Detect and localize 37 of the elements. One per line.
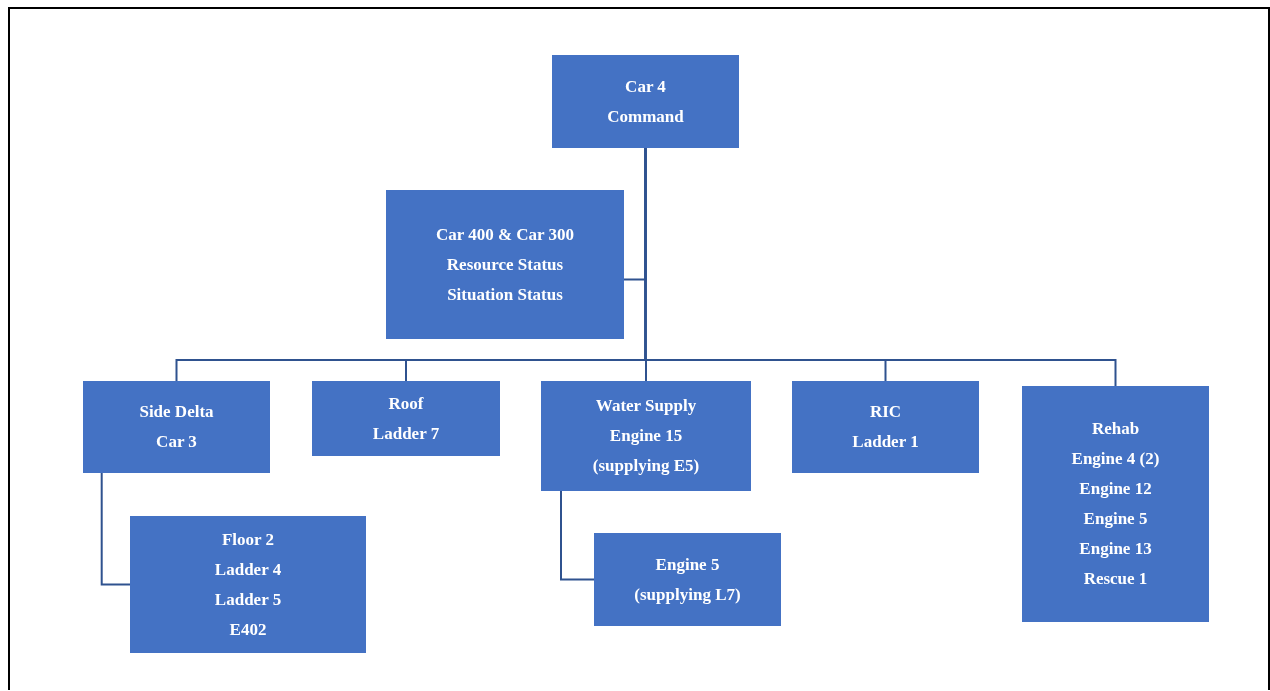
connector-line [560,490,595,581]
unit-label: Situation Status [447,283,563,306]
unit-label: Car 3 [156,431,197,453]
unit-label: (supplying L7) [634,583,741,606]
unit-label: Engine 15 [609,425,683,447]
unit-label: (supplying E5) [592,455,700,477]
unit-label: Water Supply [595,395,697,417]
unit-label: Ladder 4 [214,558,282,581]
unit-label: RIC [869,401,902,423]
unit-box [594,533,781,626]
connector-line [100,472,131,586]
unit-label: Car 4 [625,75,666,98]
unit-label: Engine 4 (2) [1071,448,1160,470]
unit-label: Car 400 & Car 300 [435,223,575,246]
unit-box [1022,386,1209,622]
unit-box [386,190,624,339]
unit-box [552,55,739,148]
unit-label: Engine 12 [1079,478,1152,500]
unit-label: E402 [229,618,267,641]
unit-label: Engine 13 [1079,538,1152,560]
unit-label: Side Delta [139,401,214,423]
unit-label: Ladder 5 [214,588,282,611]
unit-box [312,381,500,456]
unit-label: Ladder 1 [852,431,919,453]
unit-box [541,381,751,491]
unit-label: Resource Status [446,253,564,276]
unit-label: Floor 2 [221,528,275,551]
unit-label: Rescue 1 [1083,568,1148,590]
unit-box [83,381,270,473]
unit-label: Command [607,105,684,128]
unit-box [130,516,366,653]
unit-label: Roof [388,392,424,415]
unit-label: Engine 5 [1083,508,1148,530]
unit-box [792,381,979,473]
unit-label: Engine 5 [655,553,720,576]
unit-label: Rehab [1091,418,1140,440]
unit-label: Ladder 7 [372,422,440,445]
